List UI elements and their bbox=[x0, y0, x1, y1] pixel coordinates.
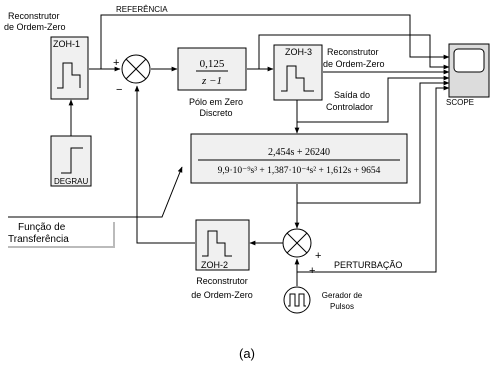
saida-label: Saída do bbox=[334, 90, 370, 100]
figure-caption: (a) bbox=[239, 346, 255, 361]
zoh3-name: ZOH-3 bbox=[285, 47, 312, 57]
pulse-wave-icon bbox=[288, 293, 306, 307]
zoh1-title-2: de Ordem-Zero bbox=[4, 22, 66, 32]
zoh3-title: Reconstrutor bbox=[327, 47, 379, 57]
line-pole-to-scope bbox=[258, 34, 450, 70]
tf-annotation-frame bbox=[8, 222, 115, 248]
scope-label: SCOPE bbox=[446, 98, 474, 107]
transfer-function-block: 2,454s + 26240 9,9·10⁻⁹s³ + 1,387·10⁻⁴s²… bbox=[190, 133, 408, 184]
line-reference-to-scope bbox=[100, 14, 450, 69]
referencia-label: REFERÊNCIA bbox=[116, 5, 168, 14]
line-disturbance-to-scope bbox=[297, 85, 450, 273]
gerador-label-2: Pulsos bbox=[330, 302, 354, 311]
pulse-generator bbox=[283, 286, 311, 314]
zoh3-block: ZOH-3 bbox=[273, 44, 323, 101]
pole-numerator: 0,125 bbox=[200, 58, 225, 70]
line-controller-to-scope bbox=[297, 75, 450, 123]
zoh2-title: Reconstrutor bbox=[196, 276, 248, 286]
tf-annotation-2: Transferência bbox=[8, 234, 69, 245]
zoh3-step-icon bbox=[281, 65, 314, 92]
tf-denominator: 9,9·10⁻⁹s³ + 1,387·10⁻⁴s² + 1,612s + 965… bbox=[218, 166, 381, 176]
zoh1-title: Reconstrutor bbox=[8, 11, 60, 21]
pole-block: 0,125 z −1 bbox=[177, 47, 247, 91]
line-annotation-pointer bbox=[8, 166, 183, 218]
scope-block: SCOPE bbox=[446, 43, 490, 107]
tf-annotation: Função de bbox=[18, 222, 66, 233]
degrau-step-icon bbox=[61, 147, 83, 174]
gerador-label: Gerador de bbox=[322, 291, 363, 300]
line-feedback-to-sum1 bbox=[134, 85, 195, 244]
degrau-label: DEGRAU bbox=[54, 177, 88, 186]
perturbacao-label: PERTURBAÇÃO bbox=[334, 260, 402, 270]
pole-title: Pólo em Zero bbox=[189, 97, 243, 107]
line-tf-to-scope bbox=[297, 80, 450, 204]
signal-lines bbox=[8, 14, 450, 286]
zoh1-step-icon bbox=[57, 62, 81, 89]
sum1-minus: − bbox=[116, 84, 122, 96]
sum2-junction bbox=[282, 228, 312, 258]
zoh1-block: ZOH-1 bbox=[50, 36, 89, 100]
zoh2-step-icon bbox=[202, 230, 232, 257]
sum1-junction bbox=[121, 54, 151, 84]
saida-label-2: Controlador bbox=[326, 102, 373, 112]
scope-screen-icon bbox=[453, 48, 485, 73]
degrau-block: DEGRAU bbox=[50, 135, 92, 187]
pole-title-2: Discreto bbox=[199, 108, 232, 118]
zoh2-title-2: de Ordem-Zero bbox=[191, 290, 253, 300]
tf-numerator: 2,454s + 26240 bbox=[268, 147, 330, 158]
zoh2-name: ZOH-2 bbox=[201, 260, 228, 270]
zoh3-title-2: de Ordem-Zero bbox=[323, 59, 385, 69]
zoh1-name: ZOH-1 bbox=[53, 39, 80, 49]
sum1-plus: + bbox=[113, 57, 119, 69]
zoh2-block: ZOH-2 bbox=[195, 219, 250, 271]
pole-denominator: z −1 bbox=[201, 75, 222, 87]
sum2-plus-top: + bbox=[315, 250, 321, 262]
sum2-plus-bottom: + bbox=[309, 265, 315, 277]
